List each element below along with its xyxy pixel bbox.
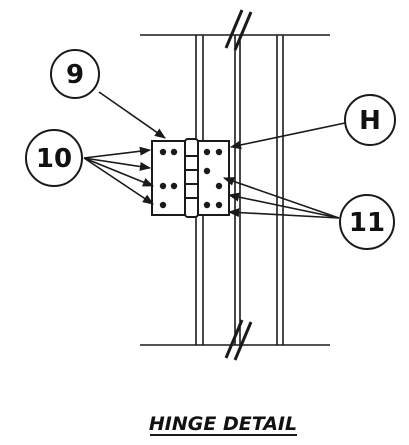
- callout-10: 10: [25, 129, 83, 187]
- leader-11-b: [227, 192, 340, 219]
- screw: [203, 167, 211, 175]
- screw: [159, 182, 167, 190]
- screw: [159, 148, 167, 156]
- break-symbol-top: [224, 9, 253, 51]
- hinge-screws: [159, 148, 223, 209]
- screw: [215, 148, 223, 156]
- screw: [170, 148, 178, 156]
- screw: [170, 182, 178, 190]
- hinge: [151, 138, 230, 218]
- leader-h: [229, 122, 346, 150]
- break-symbol-bottom: [224, 319, 253, 361]
- callout-9: 9: [50, 49, 100, 99]
- callout-11-label: 11: [349, 208, 385, 238]
- hinge-knuckle: [184, 138, 199, 218]
- leader-lines: [83, 91, 346, 219]
- leader-11-c: [227, 208, 340, 219]
- leader-11-a: [222, 177, 340, 219]
- leader-9: [98, 91, 166, 139]
- callout-h-label: H: [359, 106, 381, 136]
- title-text: HINGE DETAIL: [149, 413, 297, 435]
- leader-10-d: [83, 157, 154, 205]
- leader-10-b: [83, 157, 152, 171]
- callout-11: 11: [339, 194, 395, 250]
- hinge-leaf-left: [151, 140, 188, 216]
- leader-10-a: [83, 146, 152, 159]
- drawing-title: HINGE DETAIL: [149, 413, 297, 436]
- callout-9-label: 9: [66, 60, 84, 90]
- leader-10-c: [83, 157, 155, 187]
- callout-h: H: [344, 94, 396, 146]
- screw: [203, 201, 211, 209]
- callout-10-label: 10: [36, 144, 72, 174]
- screw: [203, 148, 211, 156]
- screw: [215, 182, 223, 190]
- screw: [159, 201, 167, 209]
- screw: [215, 201, 223, 209]
